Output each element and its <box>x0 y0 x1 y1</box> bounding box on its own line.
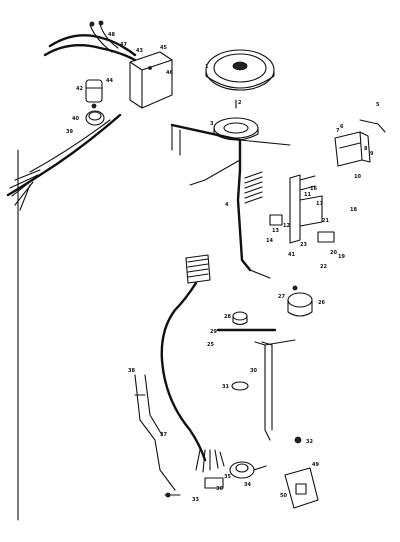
callout-30: 30 <box>250 368 257 374</box>
ignition-switch <box>229 461 267 479</box>
callout-7: 7 <box>336 128 340 134</box>
callout-33: 33 <box>192 497 199 503</box>
plug-bundle <box>195 449 225 489</box>
callout-25: 25 <box>207 342 214 348</box>
callout-44: 44 <box>106 78 113 84</box>
callout-39: 39 <box>66 129 73 135</box>
terminal-block <box>185 254 211 284</box>
callout-29: 29 <box>210 329 217 335</box>
callout-18: 18 <box>350 207 357 213</box>
callout-12: 12 <box>283 223 290 229</box>
part-32 <box>294 436 302 444</box>
callout-20: 20 <box>330 250 337 256</box>
part-31 <box>231 381 249 391</box>
callout-41: 41 <box>288 252 295 258</box>
callout-50: 50 <box>280 493 287 499</box>
callout-17: 17 <box>316 201 323 207</box>
callout-11: 11 <box>304 192 311 198</box>
callout-8: 8 <box>364 146 368 152</box>
flywheel <box>205 49 275 91</box>
callout-3: 3 <box>210 121 214 127</box>
callout-43: 43 <box>136 48 143 54</box>
capacitor <box>85 110 105 126</box>
callout-9: 9 <box>370 151 374 157</box>
callout-14: 14 <box>266 238 273 244</box>
bracket-assembly <box>269 174 335 244</box>
part-33 <box>164 492 181 498</box>
callout-5: 5 <box>376 102 380 108</box>
main-harness <box>170 123 291 279</box>
callout-13: 13 <box>272 228 279 234</box>
callout-45: 45 <box>160 45 167 51</box>
coil-left <box>85 79 103 109</box>
callout-34: 34 <box>244 482 251 488</box>
long-leads <box>6 113 122 211</box>
panel <box>284 467 319 509</box>
callout-49: 49 <box>312 462 319 468</box>
callout-labels: 1 2 3 4 5 6 7 8 9 10 11 12 13 14 16 17 1… <box>66 32 380 503</box>
callout-19: 19 <box>338 254 345 260</box>
callout-6: 6 <box>340 124 344 130</box>
callout-4: 4 <box>225 202 229 208</box>
callout-35: 35 <box>224 474 231 480</box>
callout-21: 21 <box>322 218 329 224</box>
callout-23: 23 <box>300 242 307 248</box>
callout-38: 38 <box>128 368 135 374</box>
callout-26: 26 <box>318 300 325 306</box>
callout-10: 10 <box>354 174 361 180</box>
callout-22: 22 <box>320 264 327 270</box>
callout-46: 46 <box>166 70 173 76</box>
callout-27: 27 <box>278 294 285 300</box>
top-left-wires <box>43 20 137 62</box>
connector-stack <box>244 171 263 204</box>
long-harness <box>134 281 207 491</box>
callout-31: 31 <box>222 384 229 390</box>
regulator <box>334 131 371 167</box>
callout-16: 16 <box>310 186 317 192</box>
callout-48: 48 <box>108 32 115 38</box>
solenoid <box>287 285 313 317</box>
callout-42: 42 <box>76 86 83 92</box>
switch-box <box>129 51 173 109</box>
callout-47: 47 <box>120 42 127 48</box>
callout-2: 2 <box>238 100 242 106</box>
tube-30 <box>254 339 296 441</box>
callout-28: 28 <box>224 314 231 320</box>
callout-37: 37 <box>160 432 167 438</box>
callout-36: 36 <box>216 486 223 492</box>
callout-1: 1 <box>205 64 209 70</box>
lead-5 <box>359 119 386 133</box>
callout-40: 40 <box>72 116 79 122</box>
part-28 <box>232 311 248 326</box>
callout-32: 32 <box>306 439 313 445</box>
